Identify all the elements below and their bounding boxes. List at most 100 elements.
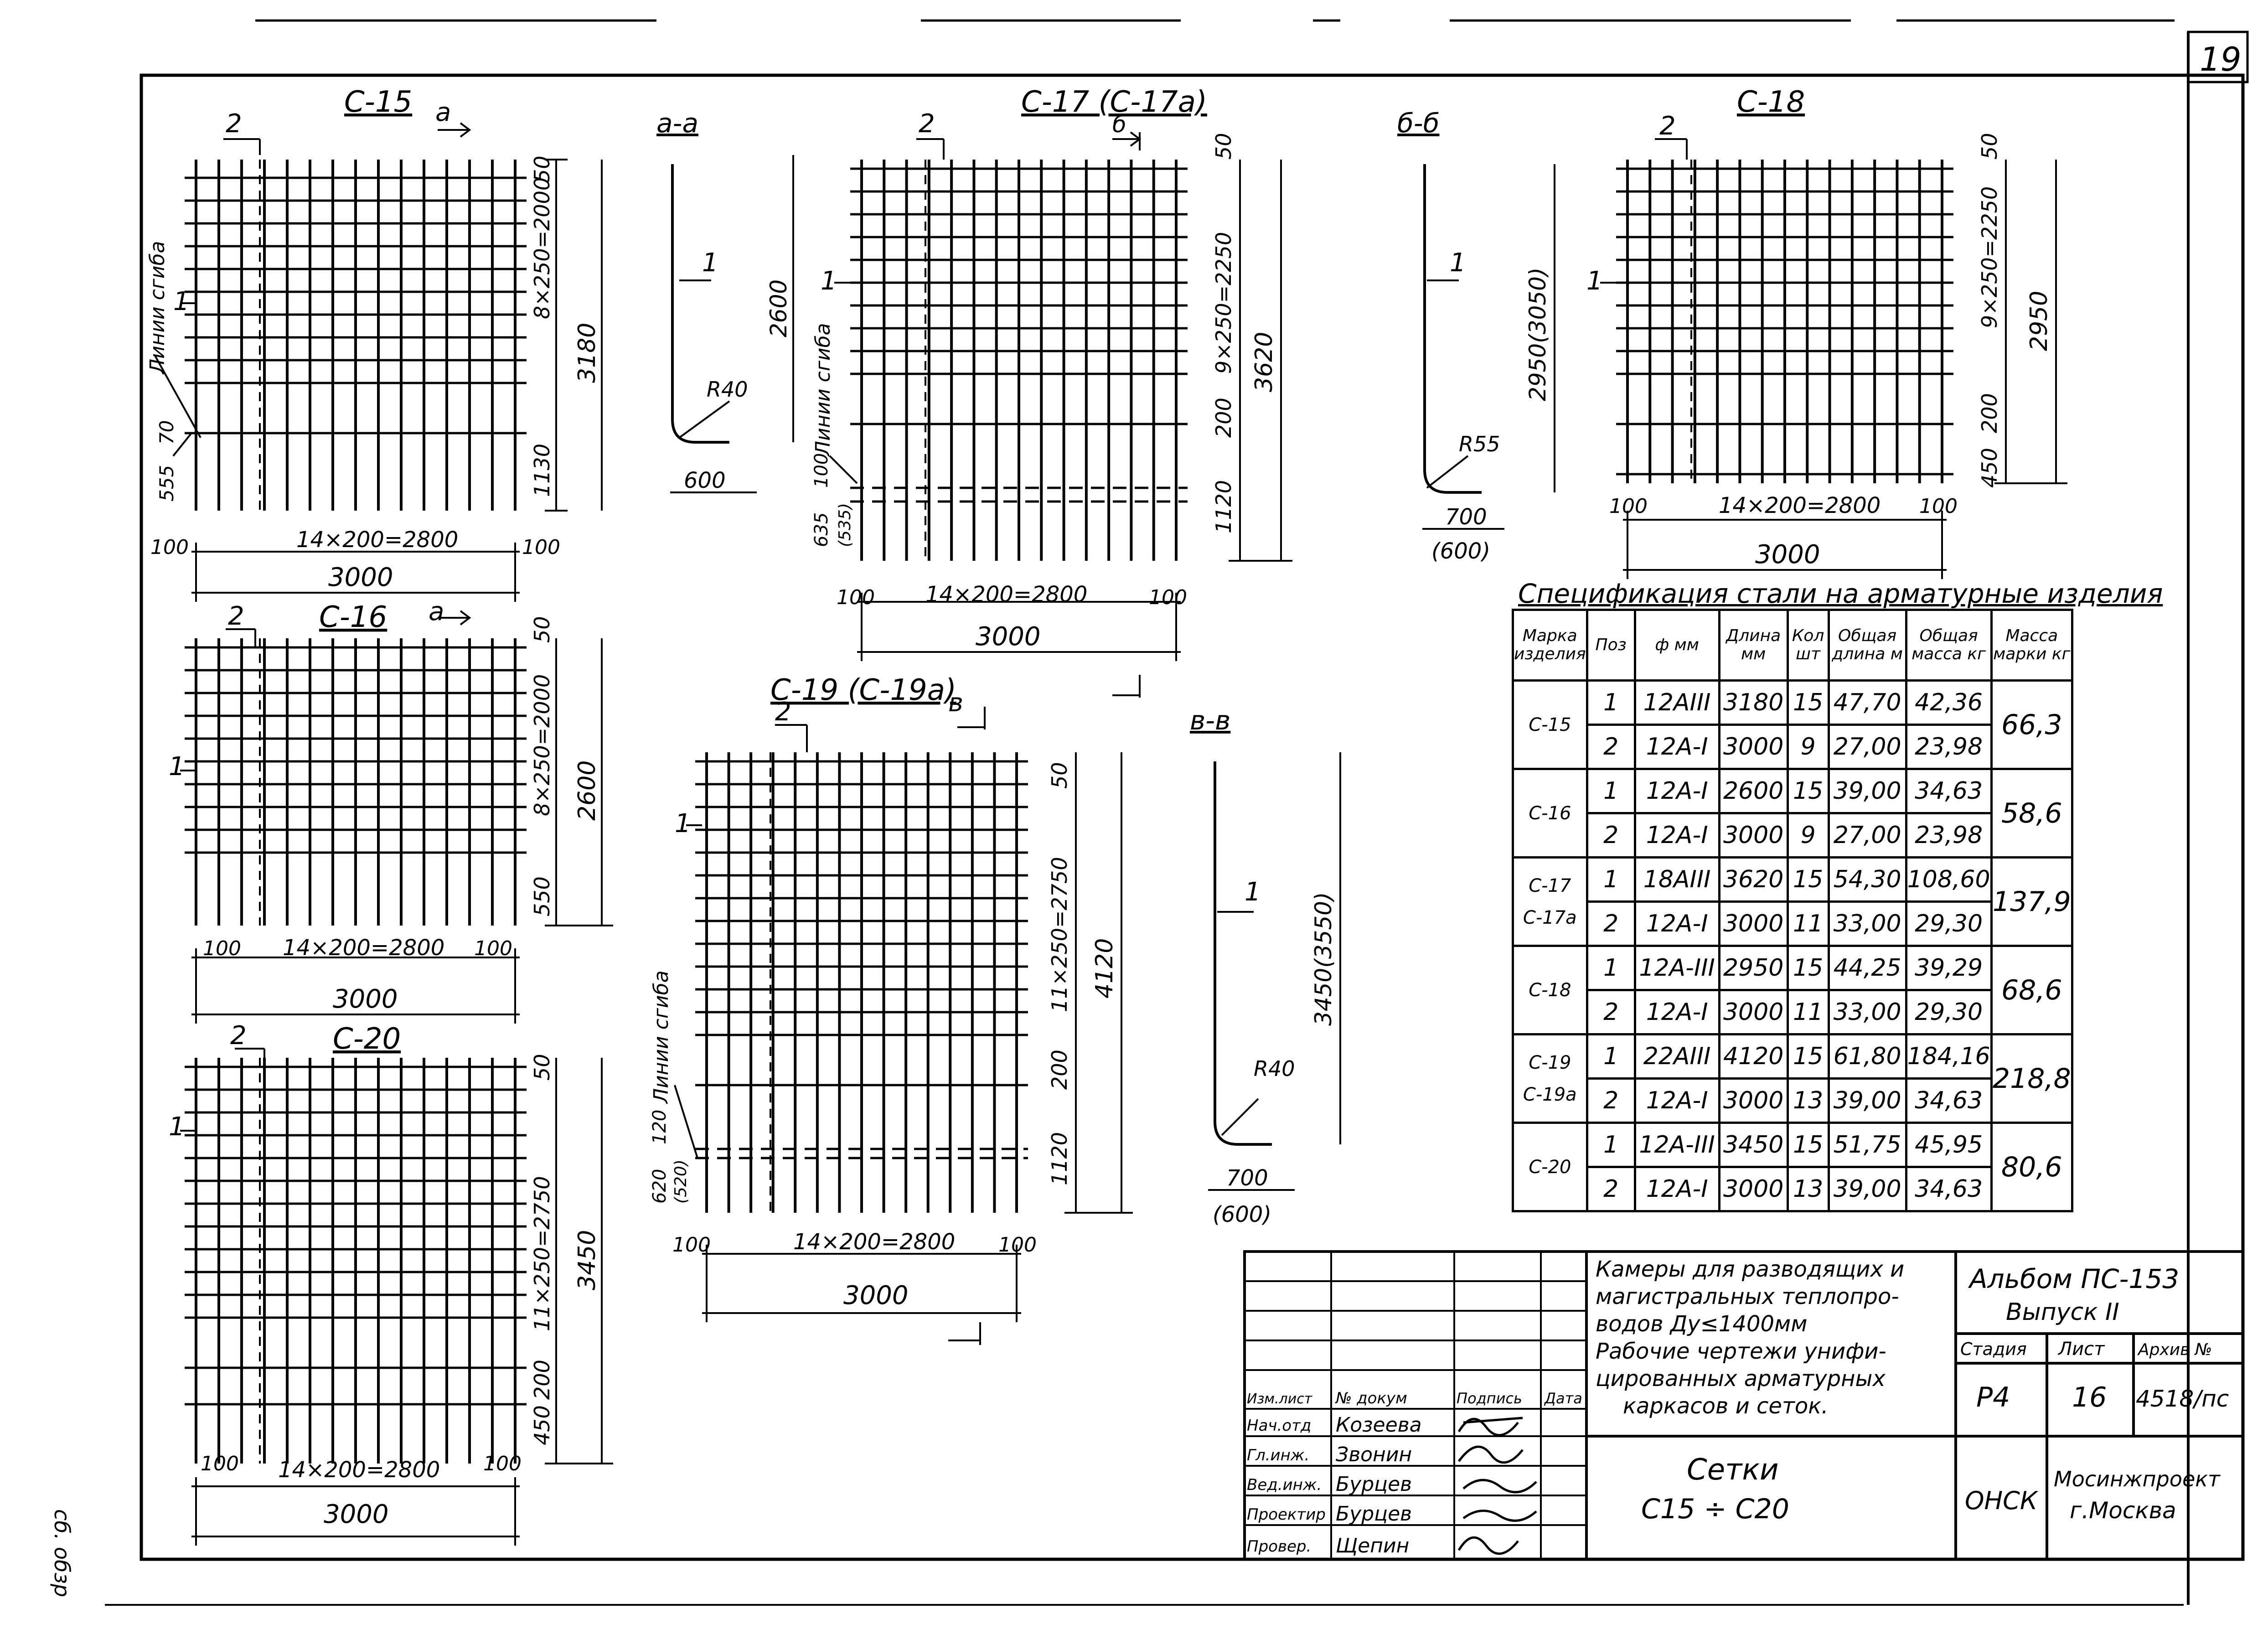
c19-dim-low2: 1120 (1047, 1132, 1072, 1185)
c15-bend-note: Линии сгиба (146, 241, 169, 375)
spec-cell: 2 (1586, 1077, 1636, 1124)
sheet-frame (105, 19, 2249, 1606)
spec-mark-label: С-18 (1529, 979, 1571, 1001)
spec-cell: 44,25 (1827, 945, 1907, 991)
c20-dim-low2: 450 (530, 1405, 554, 1445)
c17-title: С-17 (С-17а) (1021, 85, 1207, 119)
c20-title: С-20 (333, 1022, 401, 1056)
staff-role-1: Нач.отд (1247, 1417, 1311, 1435)
c16-edge-right: 100 (474, 937, 512, 960)
c18-dim-low2: 450 (1977, 448, 2002, 488)
spec-cell: 1 (1586, 1033, 1636, 1080)
section-vv-title: в-в (1190, 705, 1230, 736)
c19-dim-span: 14×200=2800 (793, 1229, 955, 1255)
staff-role-3: Вед.инж. (1247, 1476, 1322, 1494)
spec-cell: 3000 (1718, 724, 1789, 770)
spec-mark-mass: 137,9 (1990, 856, 2074, 947)
c17-dim-left3: (535) (836, 503, 854, 547)
c16-section-mark: а (429, 597, 444, 626)
c20-edge-left: 100 (201, 1452, 239, 1475)
spec-cell: 39,00 (1827, 1166, 1907, 1212)
c16-bar2-label: 2 (228, 601, 244, 631)
spec-cell: 12А-I (1633, 724, 1720, 770)
spec-cell: 12АIII (1633, 679, 1720, 726)
spec-cell: 39,29 (1905, 945, 1993, 991)
stage-value: Р4 (1976, 1381, 2010, 1413)
sections (670, 155, 1555, 1191)
spec-header-mark-mass: Масса марки кг (1990, 609, 2074, 682)
c19-edge-left: 100 (672, 1233, 711, 1257)
c15-bar2-label: 2 (226, 109, 242, 139)
spec-cell: 42,36 (1905, 679, 1993, 726)
spec-cell: 27,00 (1827, 812, 1907, 859)
c19-grid (695, 752, 1028, 1213)
title-block-text: Изм.лист № докум Подпись Дата Нач.отд Ко… (1247, 1257, 2229, 1557)
spec-cell: 54,30 (1827, 856, 1907, 903)
spec-cell: 11 (1786, 989, 1830, 1035)
sign-header-signature: Подпись (1457, 1390, 1522, 1407)
staff-name-2: Звонин (1336, 1443, 1412, 1466)
c18-bar1-label: 1 (1586, 266, 1603, 296)
spec-cell: 51,75 (1827, 1122, 1907, 1168)
spec-mark: С-20 (1512, 1122, 1588, 1212)
spec-cell: 9 (1786, 724, 1830, 770)
project-line-4: Рабочие чертежи унифи- (1596, 1339, 1886, 1364)
c18-bar2-label: 2 (1659, 111, 1676, 141)
spec-cell: 12А-I (1633, 768, 1720, 814)
sheet-number: 19 (2200, 40, 2242, 78)
archive-value: 4518/пс (2136, 1386, 2229, 1412)
project-line-3: водов Ду≤1400мм (1596, 1311, 1807, 1337)
c18-dim-span: 14×200=2800 (1719, 493, 1881, 518)
c16-dim-span: 14×200=2800 (283, 935, 444, 961)
c17-bar2-label: 2 (919, 109, 935, 139)
spec-cell: 3000 (1718, 900, 1789, 947)
c17-dim-low2: 1120 (1211, 480, 1236, 533)
section-bb-leg: 700 (1445, 504, 1487, 530)
project-line-6: каркасов и сеток. (1623, 1393, 1829, 1419)
sign-header-date: Дата (1544, 1390, 1582, 1407)
spec-cell: 34,63 (1905, 768, 1993, 814)
spec-cell: 23,98 (1905, 724, 1993, 770)
spec-cell: 39,00 (1827, 768, 1907, 814)
section-vv-radius: R40 (1254, 1056, 1295, 1081)
c17-edge-right: 100 (1149, 586, 1187, 609)
spec-cell: 15 (1786, 679, 1830, 726)
c16-dim-total: 2600 (573, 760, 601, 821)
c16-bar1-label: 1 (169, 752, 185, 781)
c18-title: С-18 (1737, 85, 1805, 119)
staff-role-4: Проектир (1247, 1505, 1326, 1524)
c19-dim-left1: 620 (649, 1169, 670, 1204)
spec-cell: 2 (1586, 989, 1636, 1035)
c16-dim-low: 550 (530, 876, 554, 916)
spec-cell: 15 (1786, 1033, 1830, 1080)
c19-dim-top: 50 (1047, 762, 1072, 789)
c17-dim-total: 3620 (1250, 332, 1278, 392)
spec-mark-label: С-17а (1523, 907, 1577, 928)
c17-dim-mid: 9×250=2250 (1211, 232, 1236, 374)
c19-section-mark: в (948, 688, 963, 718)
spec-mark-label: С-16 (1529, 802, 1571, 824)
spec-cell: 34,63 (1905, 1166, 1993, 1212)
section-aa-bar: 1 (702, 248, 718, 278)
spec-header-total-length: Общая длина м (1827, 609, 1907, 682)
spec-mark-mass: 218,8 (1990, 1033, 2074, 1124)
spec-cell: 22АIII (1633, 1033, 1720, 1080)
spec-cell: 12А-III (1633, 1122, 1720, 1168)
c19-dim-low1: 200 (1047, 1050, 1072, 1090)
c20-grid (185, 1058, 527, 1464)
c15-dim-left2: 70 (155, 420, 178, 445)
project-line-2: магистральных теплопро- (1596, 1284, 1899, 1309)
spec-cell: 3000 (1718, 1166, 1789, 1212)
stage-label: Стадия (1960, 1339, 2027, 1359)
spec-cell: 15 (1786, 768, 1830, 814)
spec-cell: 12А-I (1633, 1166, 1720, 1212)
c17-dim-width: 3000 (976, 622, 1041, 652)
